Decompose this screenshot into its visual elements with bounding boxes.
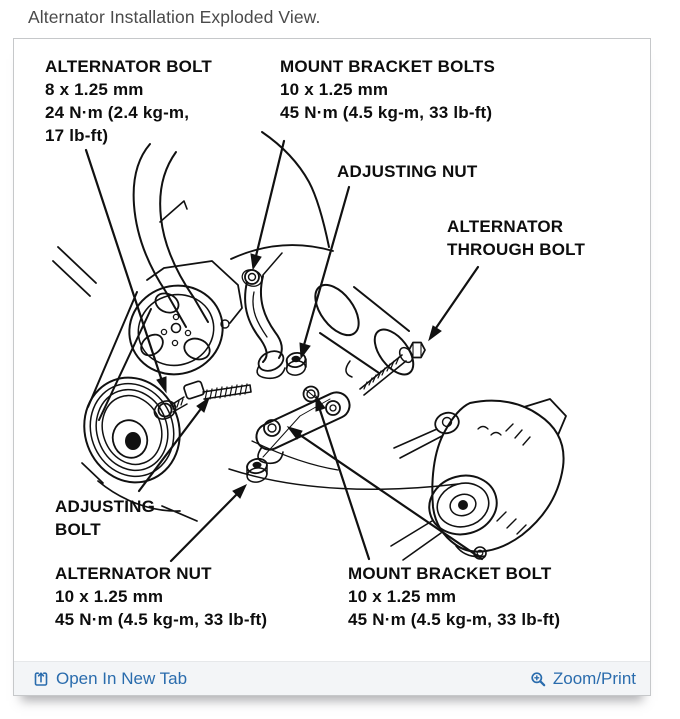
crank-pulley: [83, 376, 181, 484]
callout-mount-bracket-bolts: MOUNT BRACKET BOLTS 10 x 1.25 mm 45 N·m …: [280, 55, 495, 124]
leader-arrows: [84, 139, 484, 563]
callout-line: 10 x 1.25 mm: [55, 587, 164, 606]
open-in-new-tab-link[interactable]: Open In New Tab: [33, 669, 187, 689]
callout-line: 17 lb-ft): [45, 126, 109, 145]
zoom-print-label: Zoom/Print: [552, 668, 636, 688]
callout-line: 45 N·m (4.5 kg-m, 33 lb-ft): [348, 610, 561, 629]
callout-adjusting-bolt: ADJUSTING BOLT: [55, 495, 155, 541]
page-title: Alternator Installation Exploded View.: [28, 7, 321, 27]
exploded-view-illustration: [52, 131, 567, 563]
through-bolt-part: [262, 341, 426, 458]
drive-belt: [87, 291, 152, 421]
diagram-panel: ALTERNATOR BOLT 8 x 1.25 mm 24 N·m (2.4 …: [13, 38, 651, 696]
callout-alternator-bolt: ALTERNATOR BOLT 8 x 1.25 mm 24 N·m (2.4 …: [45, 55, 212, 147]
callout-line: 8 x 1.25 mm: [45, 80, 144, 99]
callout-line: MOUNT BRACKET BOLT: [348, 564, 552, 583]
open-in-new-tab-label: Open In New Tab: [56, 668, 188, 688]
callout-line: 24 N·m (2.4 kg-m,: [45, 103, 190, 122]
alternator-nut-part: [246, 457, 268, 483]
reservoir-cylinder: [314, 283, 415, 378]
magnifier-plus-icon: [530, 671, 546, 687]
callout-line: 45 N·m (4.5 kg-m, 33 lb-ft): [55, 610, 268, 629]
callout-adjusting-nut: ADJUSTING NUT: [337, 160, 478, 183]
adjusting-nut-part: [285, 351, 307, 376]
callout-line: MOUNT BRACKET BOLTS: [280, 57, 496, 76]
callout-alternator-nut: ALTERNATOR NUT 10 x 1.25 mm 45 N·m (4.5 …: [55, 562, 267, 631]
callout-line: BOLT: [55, 520, 101, 539]
adjusting-bolt-part: [153, 380, 252, 420]
callout-alternator-through-bolt: ALTERNATOR THROUGH BOLT: [447, 215, 585, 261]
alternator: [390, 398, 567, 561]
callout-line: ADJUSTING NUT: [337, 162, 478, 181]
callout-line: 10 x 1.25 mm: [348, 587, 457, 606]
water-pump-pulley: [128, 260, 243, 376]
panel-footer: Open In New Tab Zoom/Print: [14, 661, 650, 695]
callout-line: ALTERNATOR NUT: [55, 564, 212, 583]
zoom-print-link[interactable]: Zoom/Print: [530, 669, 636, 689]
callout-line: THROUGH BOLT: [447, 240, 586, 259]
callout-line: 45 N·m (4.5 kg-m, 33 lb-ft): [280, 103, 493, 122]
open-in-new-tab-icon: [33, 671, 49, 687]
callout-line: ALTERNATOR BOLT: [45, 57, 212, 76]
callout-mount-bracket-bolt: MOUNT BRACKET BOLT 10 x 1.25 mm 45 N·m (…: [348, 562, 560, 631]
adjuster-bracket: [241, 269, 286, 380]
callout-line: 10 x 1.25 mm: [280, 80, 389, 99]
callout-line: ADJUSTING: [55, 497, 156, 516]
mount-bracket: [255, 385, 351, 465]
callout-line: ALTERNATOR: [447, 217, 564, 236]
